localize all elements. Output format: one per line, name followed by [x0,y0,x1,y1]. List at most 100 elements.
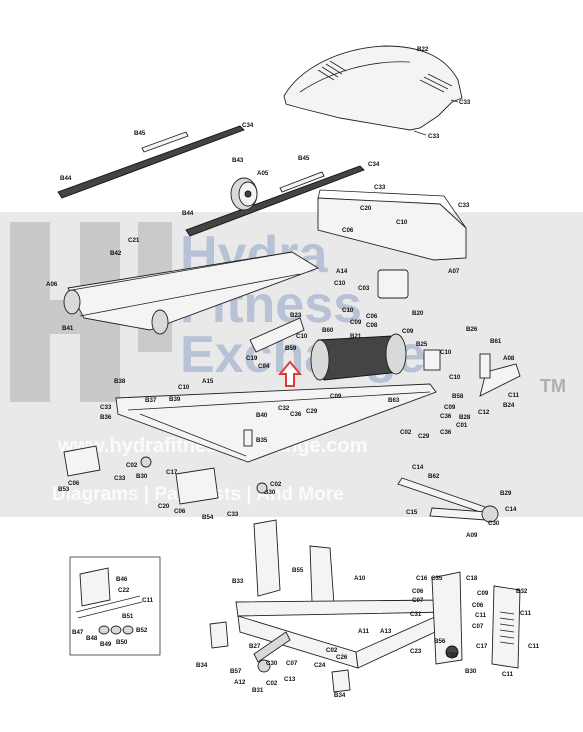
label-B45-a: B45 [134,130,146,137]
label-C33-d: C33 [458,202,470,209]
label-B43: B43 [232,157,244,164]
label-C14-a: C14 [412,464,424,471]
label-A14: A14 [336,268,348,275]
label-B34-b: B34 [334,692,346,699]
label-B28: B28 [459,414,471,421]
label-C10-b: C10 [334,280,346,287]
label-B21: B21 [350,333,362,340]
label-B60: B60 [322,327,334,334]
label-C02-a: C02 [400,429,412,436]
label-B48: B48 [86,635,98,642]
label-C35: C35 [431,575,443,582]
label-C31: C31 [410,611,422,618]
label-C20-a: C20 [360,205,372,212]
label-C36-c: C36 [290,411,302,418]
label-C33-g: C33 [227,511,239,518]
label-B62: B62 [428,473,440,480]
label-C04: C04 [258,363,270,370]
label-B29: B29 [500,490,512,497]
label-A07: A07 [448,268,460,275]
base-frame-a15 [115,383,437,463]
label-C16: C16 [416,575,428,582]
rear-roller-a09 [397,477,499,523]
label-C36-a: C36 [440,413,452,420]
label-A13: A13 [380,628,392,635]
label-C20-b: C20 [158,503,170,510]
label-C29-a: C29 [418,433,430,440]
label-C08: C08 [366,322,378,329]
motor-pan-a07 [317,189,467,261]
label-C06-c: C06 [68,480,80,487]
label-C02-d: C02 [446,652,458,659]
label-C33-f: C33 [114,475,126,482]
label-C10-d: C10 [296,333,308,340]
label-C07-b: C07 [472,623,484,630]
label-C10-e: C10 [440,349,452,356]
label-C29-b: C29 [306,408,318,415]
label-C26: C26 [336,654,348,661]
label-B61: B61 [490,338,502,345]
label-B30-c: B30 [465,668,477,675]
label-C32: C32 [278,405,290,412]
label-B54: B54 [202,514,214,521]
label-C03: C03 [358,285,370,292]
label-C15: C15 [406,509,418,516]
label-B38: B38 [114,378,126,385]
label-B34-a: B34 [196,662,208,669]
label-C18: C18 [466,575,478,582]
label-C01: C01 [456,422,468,429]
label-B47: B47 [72,629,84,636]
label-B50: B50 [116,639,128,646]
label-C14-b: C14 [505,506,517,513]
drive-motor-b60 [310,269,409,381]
label-C11-d: C11 [520,610,532,617]
label-C11-e: C11 [528,643,540,650]
label-B30-a: B30 [136,473,148,480]
label-C17-a: C17 [166,469,178,476]
label-A10: A10 [354,575,366,582]
label-B33: B33 [232,578,244,585]
red-arrow-icon [277,360,303,387]
label-B44-a: B44 [60,175,72,182]
label-C34-b: C34 [368,161,380,168]
label-B53: B53 [58,486,70,493]
label-B56: B56 [434,638,446,645]
label-B35: B35 [256,437,268,444]
label-B46: B46 [116,576,128,583]
label-C09-b: C09 [402,328,414,335]
walking-belt-deck [63,251,320,335]
rail-b45-upper [57,125,245,199]
label-A05: A05 [257,170,269,177]
pulley-a05 [230,177,258,211]
label-A09: A09 [466,532,478,539]
label-B42: B42 [110,250,122,257]
label-C12-b: C12 [478,409,490,416]
label-B24: B24 [503,402,515,409]
label-B58: B58 [452,393,464,400]
label-C30-b: C30 [266,660,278,667]
label-C33-a: C33 [459,99,471,106]
label-C11-b: C11 [142,597,154,604]
label-A12: A12 [234,679,246,686]
label-B49: B49 [100,641,112,648]
label-C34-a: C34 [242,122,254,129]
label-C21: C21 [128,237,140,244]
label-A11: A11 [358,628,370,635]
label-B37: B37 [145,397,157,404]
label-B20: B20 [412,310,424,317]
label-C30-a: C30 [488,520,500,527]
label-B44-b: B44 [182,210,194,217]
label-B52: B52 [136,627,148,634]
label-C02-b: C02 [126,462,138,469]
label-C10-f: C10 [449,374,461,381]
label-C06-a: C06 [342,227,354,234]
label-A06: A06 [46,281,58,288]
label-C11-a: C11 [508,392,520,399]
label-C22: C22 [118,587,130,594]
detail-inset-box [69,556,161,656]
label-C19: C19 [246,355,258,362]
label-C02-e: C02 [326,647,338,654]
label-B59: B59 [285,345,297,352]
label-B26: B26 [466,326,478,333]
label-B36: B36 [100,414,112,421]
